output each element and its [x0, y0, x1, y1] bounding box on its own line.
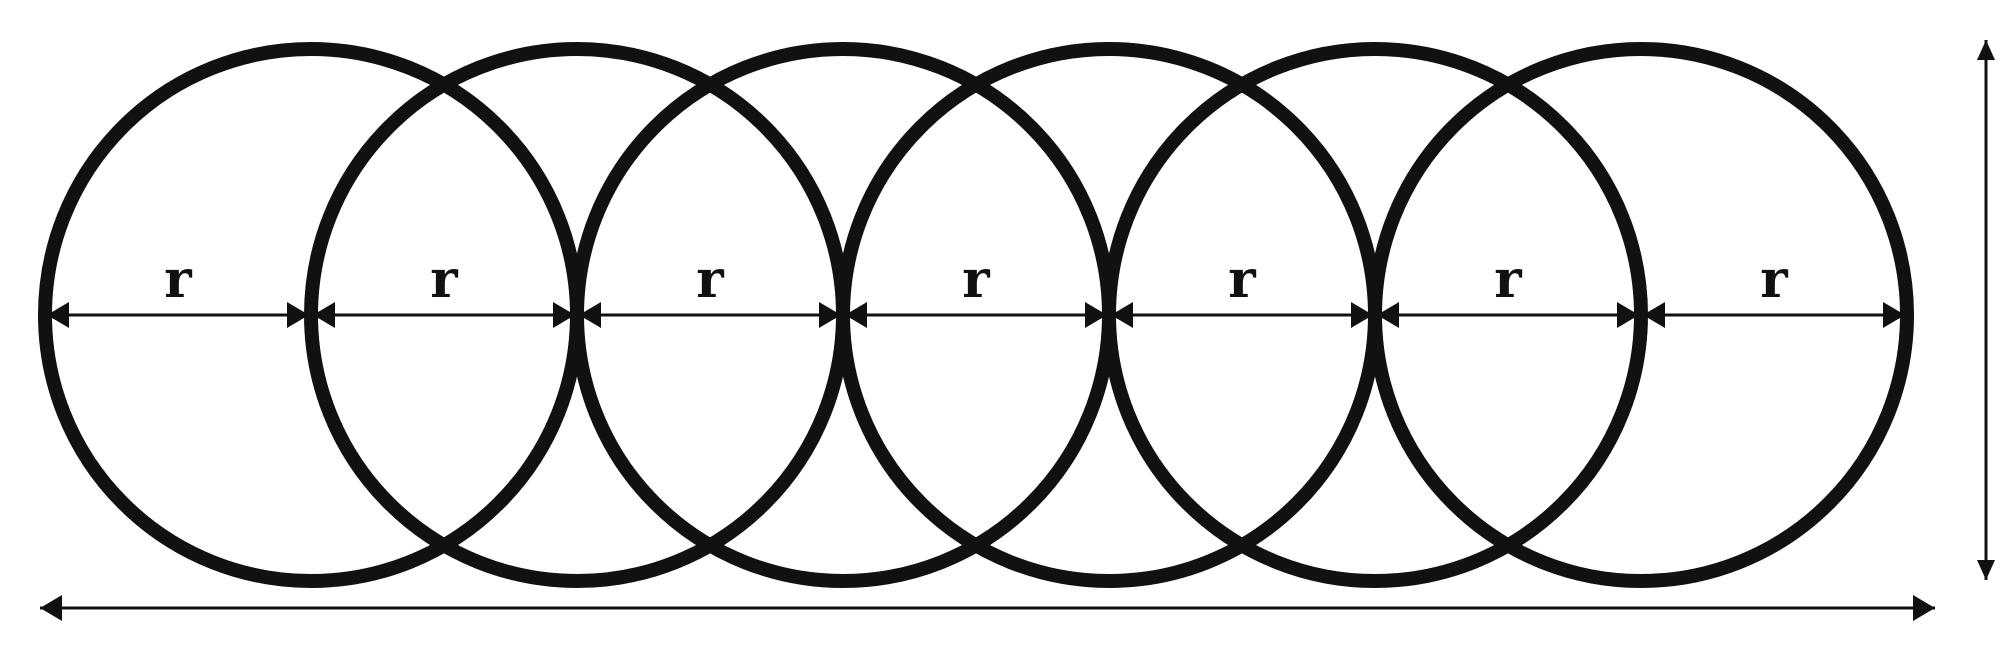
radius-arrow-left-7 [1643, 302, 1665, 328]
total-height-arrow-down [1977, 560, 1995, 580]
radius-label-3: r [696, 249, 724, 310]
radius-arrow-right-5 [1351, 302, 1373, 328]
radius-arrow-left-6 [1377, 302, 1399, 328]
radius-arrow-right-3 [819, 302, 841, 328]
radius-arrow-left-4 [845, 302, 867, 328]
radius-arrow-left-3 [579, 302, 601, 328]
radius-arrow-left-5 [1111, 302, 1133, 328]
total-height-arrow-up [1977, 40, 1995, 60]
radius-arrow-right-4 [1085, 302, 1107, 328]
radius-arrow-right-7 [1883, 302, 1905, 328]
total-width-arrow-right [1913, 595, 1935, 621]
radius-arrow-right-1 [287, 302, 309, 328]
radius-label-7: r [1760, 249, 1788, 310]
radius-label-1: r [164, 249, 192, 310]
total-width-arrow-left [40, 595, 62, 621]
radius-arrow-right-6 [1617, 302, 1639, 328]
total-width-dimension [40, 595, 1935, 621]
radius-label-2: r [430, 249, 458, 310]
radius-label-5: r [1228, 249, 1256, 310]
total-height-dimension [1977, 40, 1995, 580]
radius-arrow-right-2 [553, 302, 575, 328]
radius-label-4: r [962, 249, 990, 310]
radius-arrow-left-1 [47, 302, 69, 328]
radius-arrow-left-2 [313, 302, 335, 328]
radius-dimension-group [45, 302, 1907, 328]
radius-label-6: r [1494, 249, 1522, 310]
